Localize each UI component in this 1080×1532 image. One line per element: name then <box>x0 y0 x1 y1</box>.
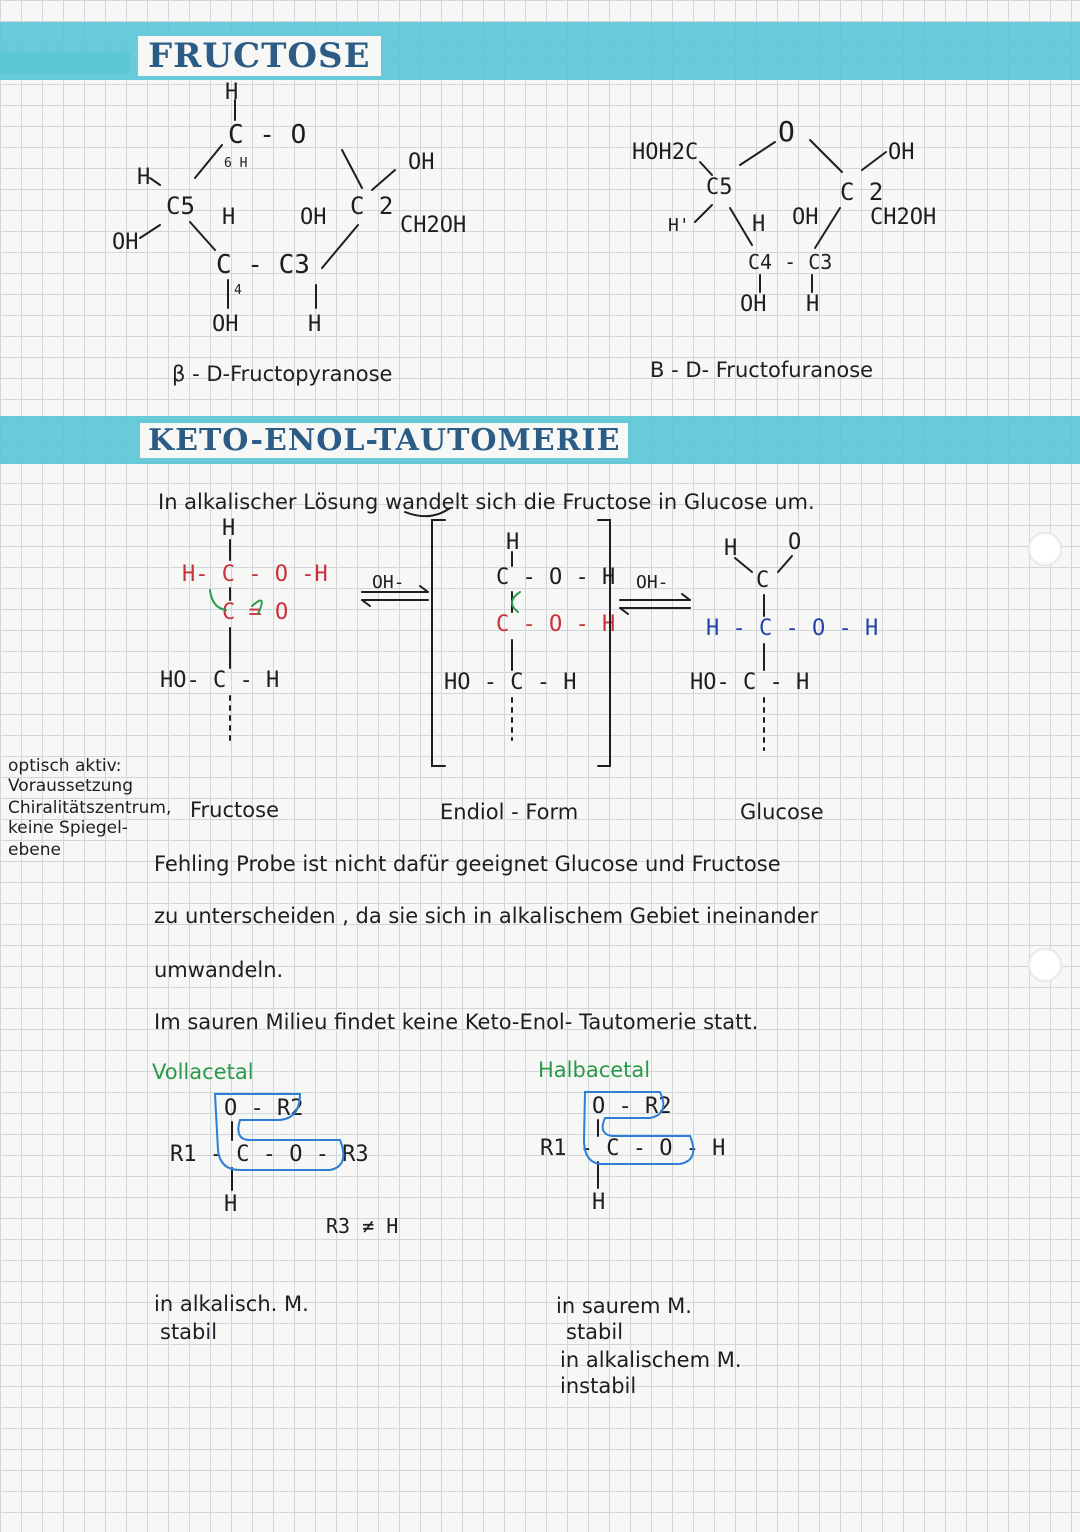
reagent-label: OH- <box>372 572 405 593</box>
atom: C <box>756 568 770 593</box>
atom: OH <box>740 292 767 317</box>
atom: C - O - H <box>496 612 616 637</box>
atom: H <box>724 536 738 561</box>
atom: C 2 <box>840 178 884 206</box>
atom: O <box>788 530 802 555</box>
atom: H <box>506 530 520 555</box>
atom: HO - C - H <box>444 670 577 695</box>
atom: H - C - O - H <box>706 616 879 641</box>
atom: OH <box>888 140 915 165</box>
atom: HO- C - H <box>690 670 810 695</box>
atom: H <box>225 80 239 105</box>
stability-note: in alkalisch. M. <box>154 1292 309 1316</box>
atom: HO- C - H <box>160 668 280 693</box>
stability-note: stabil <box>566 1320 624 1344</box>
atom: R1 - C - O - R3 <box>170 1142 369 1167</box>
atom: HOH2C <box>632 140 699 165</box>
atom: OH <box>300 205 327 230</box>
atom: C4 - C3 <box>748 250 833 274</box>
stability-note: in saurem M. <box>556 1294 692 1318</box>
atom: OH <box>792 205 819 230</box>
atom: C - O - H <box>496 565 616 590</box>
side-note-line: optisch aktiv: <box>8 756 122 776</box>
atom: H <box>806 292 820 317</box>
atom: H- C - O -H <box>182 562 328 587</box>
atom: OH <box>112 230 139 255</box>
side-note-line: keine Spiegel- <box>8 818 128 838</box>
paragraph-line: umwandeln. <box>154 958 284 982</box>
atom: C - C3 <box>216 250 310 280</box>
stability-note: stabil <box>160 1320 218 1344</box>
punch-hole <box>1028 948 1062 982</box>
halbacetal-title: Halbacetal <box>538 1058 651 1082</box>
atom: H <box>137 165 151 190</box>
highlight-band <box>0 52 130 74</box>
heading-fructose: FRUCTOSE <box>138 36 381 76</box>
structure-name: B - D- Fructofuranose <box>650 358 874 382</box>
atom: 4 <box>234 283 242 298</box>
atom: C5 <box>166 192 195 220</box>
label-glucose: Glucose <box>740 800 824 824</box>
intro-sentence: In alkalischer Lösung wandelt sich die F… <box>158 490 815 514</box>
label-endiol: Endiol - Form <box>440 800 579 824</box>
atom: C5 <box>706 175 733 200</box>
stability-note: instabil <box>560 1374 637 1398</box>
atom: H <box>222 205 236 230</box>
vollacetal-title: Vollacetal <box>152 1060 254 1084</box>
punch-hole <box>1028 532 1062 566</box>
paragraph-line: Im sauren Milieu findet keine Keto-Enol-… <box>154 1010 759 1034</box>
atom: O <box>778 115 795 148</box>
reagent-label: OH- <box>636 572 669 593</box>
atom: C 2 <box>350 192 394 220</box>
atom: H <box>224 1192 238 1217</box>
atom: CH2OH <box>400 213 467 238</box>
condition: R3 ≠ H <box>326 1214 399 1238</box>
atom: OH <box>408 150 435 175</box>
atom: R1 - C - O - H <box>540 1136 726 1161</box>
side-note-line: ebene <box>8 840 61 860</box>
atom: H' <box>668 215 690 236</box>
label-fructose: Fructose <box>190 798 279 822</box>
atom: OH <box>212 312 239 337</box>
atom: H <box>592 1190 606 1215</box>
atom: CH2OH <box>870 205 937 230</box>
heading-keto-enol: KETO-ENOL-TAUTOMERIE <box>140 423 629 458</box>
atom: H <box>308 312 322 337</box>
atom: H <box>222 516 236 541</box>
stability-note: in alkalischem M. <box>560 1348 742 1372</box>
side-note-line: Voraussetzung <box>8 776 133 796</box>
structure-name: β - D-Fructopyranose <box>172 362 393 386</box>
atom: 6 H <box>224 156 248 171</box>
atom: H <box>752 212 766 237</box>
paragraph-line: zu unterscheiden , da sie sich in alkali… <box>154 904 819 928</box>
paragraph-line: Fehling Probe ist nicht dafür geeignet G… <box>154 852 781 876</box>
atom: C - O <box>228 120 307 150</box>
side-note-line: Chiralitätszentrum, <box>8 798 172 818</box>
